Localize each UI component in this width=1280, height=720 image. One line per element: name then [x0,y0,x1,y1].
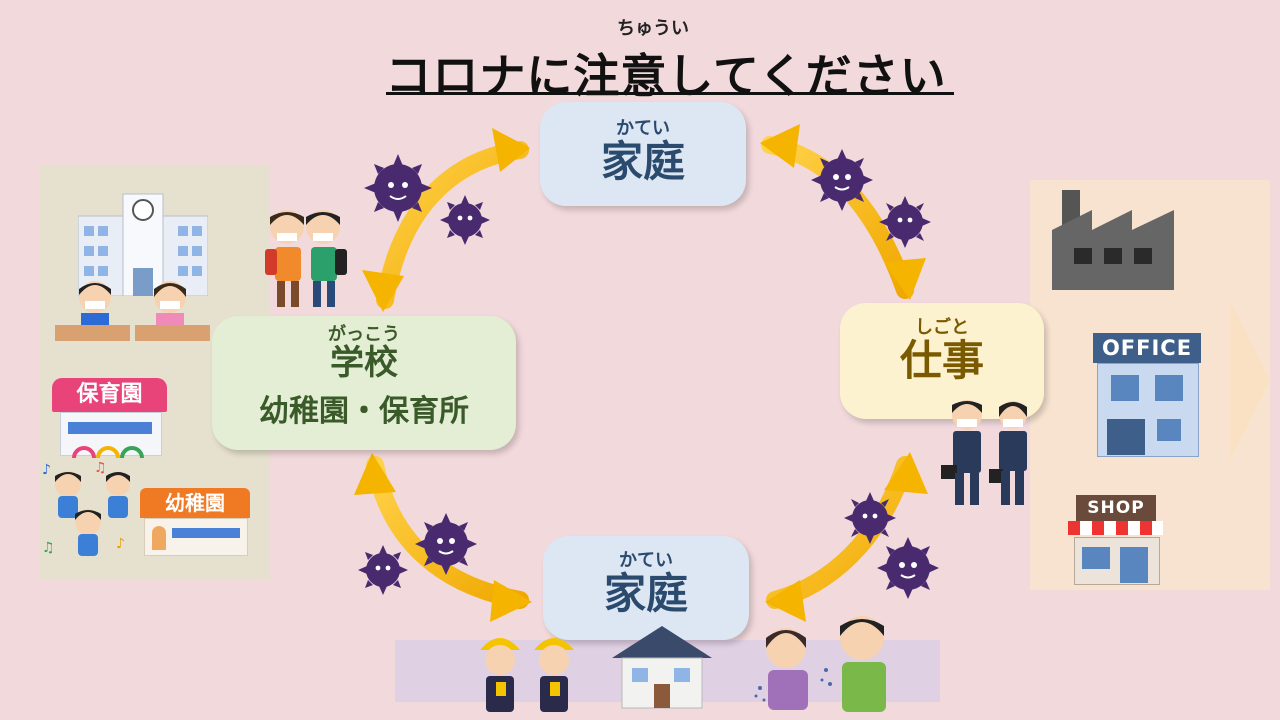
node-yomi: かてい [619,550,673,571]
node-yomi: かてい [616,118,670,139]
students-walking-icon [265,210,347,307]
title-ruby: ちゅうい [617,18,689,39]
node-home-top: かてい 家庭 [540,102,746,206]
virus-icon [879,196,931,248]
hoikuen-sign: 保育園 [52,378,167,412]
node-label: 仕事 [899,336,984,385]
virus-icon [364,154,432,222]
virus-icon [844,492,896,544]
office-sign-text: OFFICE [1101,336,1193,360]
svg-text:♫: ♫ [42,540,55,556]
node-label: 家庭 [600,137,685,186]
students-at-desks-icon [55,281,210,341]
youchien-sign-text: 幼稚園 [165,491,225,515]
dancing-children-icon: ♪ ♫ ♫ ♪ [42,462,130,556]
youchien-building: 幼稚園 [140,488,250,560]
shop-sign-text: SHOP [1087,498,1145,518]
house-icon [612,626,712,709]
office-sign: OFFICE [1093,333,1201,363]
youchien-sign: 幼稚園 [140,488,250,518]
node-label: 家庭 [603,569,688,618]
node-work: しごと 仕事 [840,303,1044,419]
hoikuen-building: 保育園 [52,378,167,460]
arrow-work-home [765,452,928,622]
node-label-secondary: 幼稚園・保育所 [259,393,469,429]
office-workers-icon [941,400,1027,505]
office-building: OFFICE [1093,333,1201,457]
hoikuen-sign-text: 保育園 [76,382,143,407]
children-with-helmets-icon [480,638,574,712]
virus-icon [440,195,490,245]
node-yomi: しごと [915,317,969,338]
arrow-home-school [362,128,530,312]
virus-icon [358,545,408,595]
svg-text:♪: ♪ [42,462,51,478]
virus-icon [415,513,477,575]
virus-icon [811,149,873,211]
virus-icon [877,537,939,599]
right-chevron-icon [1230,300,1270,460]
title-underline [386,92,954,95]
coughing-people-icon [754,616,886,712]
virus-icons [358,149,939,599]
node-home-bottom: かてい 家庭 [543,536,749,640]
node-yomi: がっこう [328,324,400,345]
node-school: がっこう 学校 幼稚園・保育所 [212,316,516,450]
shop-sign: SHOP [1076,495,1156,521]
arrow-school-home [354,453,532,622]
factory-icon [1052,190,1174,290]
svg-text:♫: ♫ [94,462,107,476]
shop-building: SHOP [1068,495,1163,585]
node-label: 学校 [330,343,398,383]
svg-text:♪: ♪ [116,536,125,552]
